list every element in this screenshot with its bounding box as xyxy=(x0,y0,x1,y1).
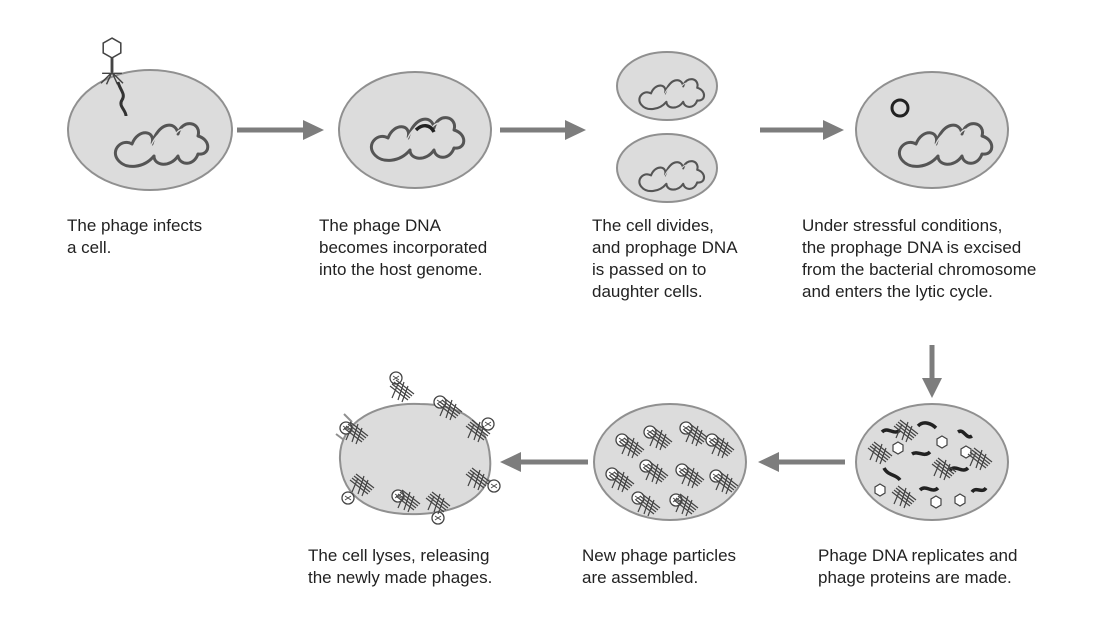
caption-excise: Under stressful conditions,the prophage … xyxy=(802,216,1037,301)
arrow-1 xyxy=(237,120,324,140)
cell-integrate xyxy=(338,71,492,189)
arrow-2 xyxy=(500,120,586,140)
cell-lyse xyxy=(335,371,501,525)
cell-replicate xyxy=(855,403,1009,521)
arrow-5 xyxy=(758,452,845,472)
arrow-3 xyxy=(760,120,844,140)
excised-prophage xyxy=(890,98,910,118)
cell-divide-top xyxy=(616,51,718,121)
cell-infect xyxy=(67,37,233,191)
injected-dna xyxy=(116,81,128,117)
cell-divide-bottom xyxy=(616,133,718,203)
cell-excise xyxy=(855,71,1009,189)
arrow-4 xyxy=(922,345,942,398)
cell-assemble xyxy=(593,403,747,521)
arrow-6 xyxy=(500,452,588,472)
phage-icon xyxy=(100,37,124,85)
